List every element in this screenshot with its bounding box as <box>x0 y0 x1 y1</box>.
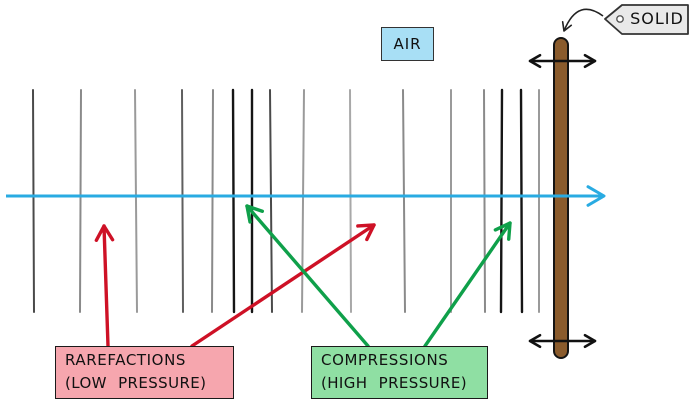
air-particle-line <box>499 88 504 314</box>
air-particle-line <box>519 88 524 314</box>
solid-tag-pointer-arrow <box>561 8 604 32</box>
air-particle-line <box>211 89 214 313</box>
compressions-title: COMPRESSIONS <box>321 351 449 369</box>
air-particle-line <box>269 89 273 313</box>
air-particle-line <box>301 89 305 313</box>
air-particle-line <box>134 89 138 313</box>
rarefaction-arrow-vertical <box>94 224 115 348</box>
compressions-label-box: COMPRESSIONS (HIGH PRESSURE) <box>311 346 488 399</box>
compression-arrow-left <box>245 204 370 348</box>
rarefactions-subtitle: (LOW PRESSURE) <box>65 374 207 392</box>
rarefactions-title: RAREFACTIONS <box>65 351 187 369</box>
air-label: AIR <box>393 35 422 53</box>
air-particle-line <box>349 89 352 313</box>
air-particle-line <box>483 89 486 313</box>
rarefactions-label-box: RAREFACTIONS (LOW PRESSURE) <box>55 346 234 399</box>
air-particle-line <box>231 88 236 314</box>
air-label-box: AIR <box>381 27 434 61</box>
solid-bar <box>553 37 569 359</box>
compression-arrow-right <box>423 221 512 348</box>
compressions-subtitle: (HIGH PRESSURE) <box>321 374 467 392</box>
solid-tag-shape <box>604 4 689 35</box>
air-particle-line <box>181 89 184 313</box>
air-particle-line <box>79 89 82 313</box>
air-particle-line <box>402 89 406 313</box>
solid-tag-hole-icon <box>616 15 624 23</box>
air-particle-line <box>32 89 35 313</box>
rarefaction-arrow-diagonal <box>190 223 376 348</box>
solid-tag-label: SOLID <box>630 9 684 28</box>
